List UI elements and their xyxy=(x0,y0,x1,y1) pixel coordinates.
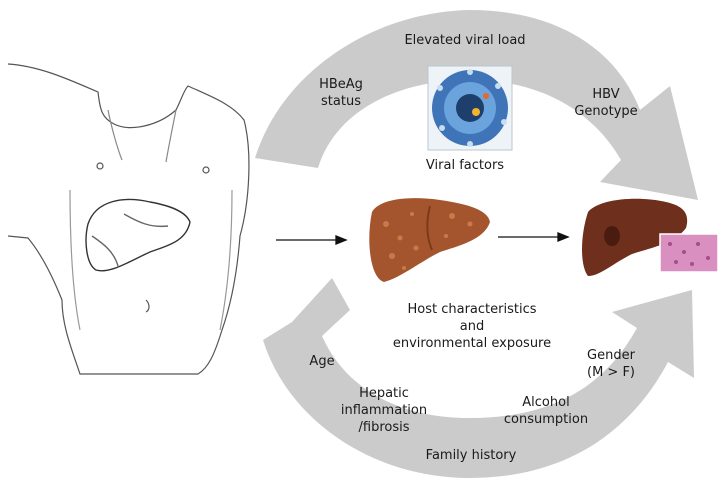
top-factor-viral-load: Elevated viral load xyxy=(404,33,526,48)
top-factor-hbv-genotype: HBV Genotype xyxy=(574,87,638,119)
histology-slide-image xyxy=(659,233,719,273)
hcc-liver-image xyxy=(582,198,688,276)
bottom-arc-arrow xyxy=(263,278,694,478)
top-arc-arrow xyxy=(255,10,698,200)
bottom-factor-family-history: Family history xyxy=(425,448,517,463)
hbv-virus-icon xyxy=(427,65,513,151)
top-factor-hbeag-status: HBeAg status xyxy=(319,77,363,109)
bottom-arc-title: Host characteristics and environmental e… xyxy=(392,302,552,351)
torso-liver-sketch xyxy=(85,198,191,272)
bottom-factor-hepatic-inflammation: Hepatic inflammation /fibrosis xyxy=(340,386,428,435)
cirrhotic-liver-image xyxy=(369,198,490,282)
torso-illustration xyxy=(7,63,250,375)
bottom-factor-age: Age xyxy=(309,354,335,369)
bottom-factor-gender: Gender (M > F) xyxy=(587,348,635,380)
top-arc-title: Viral factors xyxy=(425,158,505,173)
progression-arrows xyxy=(276,232,570,245)
bottom-factor-alcohol: Alcohol consumption xyxy=(503,395,589,427)
